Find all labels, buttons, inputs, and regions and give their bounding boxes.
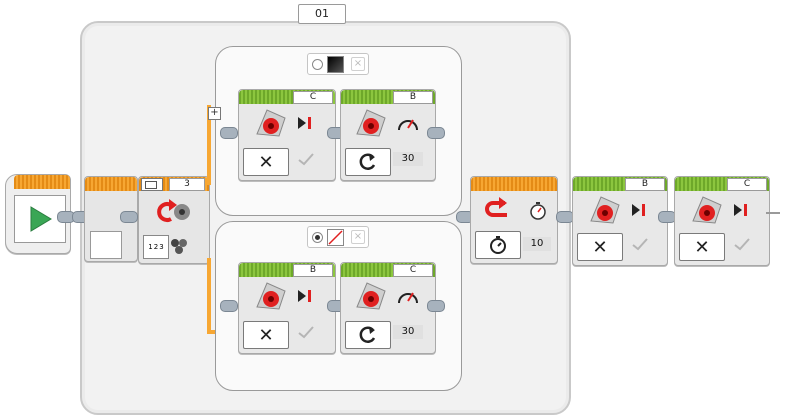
rotate-mode-button[interactable] bbox=[345, 321, 391, 349]
motor-block-final-2[interactable]: C ✕ bbox=[674, 176, 770, 266]
add-case-button[interactable]: + bbox=[208, 107, 221, 120]
motor-icon bbox=[356, 109, 386, 137]
stop-mode-button[interactable]: ✕ bbox=[243, 321, 289, 349]
stop-icon bbox=[734, 204, 747, 216]
scale-label: 2 bbox=[153, 243, 159, 251]
check-icon bbox=[734, 238, 750, 251]
branch-line-bottom bbox=[207, 258, 211, 334]
timer-mode-button[interactable] bbox=[475, 231, 521, 259]
motor-icon bbox=[174, 204, 190, 220]
wire-plug bbox=[220, 127, 238, 139]
case-tab-bottom[interactable]: × bbox=[307, 226, 369, 248]
branch-line-top bbox=[207, 105, 211, 185]
wire-plug bbox=[220, 300, 238, 312]
sequence-end-connector[interactable] bbox=[766, 212, 780, 214]
stopwatch-icon bbox=[490, 236, 506, 254]
wait-seconds[interactable]: 10 bbox=[523, 237, 551, 251]
stop-mode-button[interactable]: ✕ bbox=[577, 233, 623, 261]
gauge-icon bbox=[398, 292, 418, 304]
motor-block-top-2[interactable]: B 30 bbox=[340, 89, 436, 181]
stop-icon bbox=[298, 290, 311, 302]
stop-mode-button[interactable]: ✕ bbox=[243, 148, 289, 176]
stop-icon bbox=[298, 117, 311, 129]
branch-line-bottom-h bbox=[207, 330, 217, 334]
motor-port[interactable]: B bbox=[393, 91, 433, 104]
motor-block-bottom-1[interactable]: B ✕ bbox=[238, 262, 336, 354]
no-color-icon bbox=[328, 230, 343, 245]
rotate-icon bbox=[359, 153, 376, 170]
scale-label: 1 bbox=[148, 243, 153, 251]
motor-block-final-1[interactable]: B ✕ bbox=[572, 176, 668, 266]
stopwatch-icon bbox=[530, 202, 546, 220]
stop-icon bbox=[632, 204, 645, 216]
loop-arrow-icon bbox=[485, 197, 507, 217]
power-value[interactable]: 30 bbox=[393, 325, 423, 339]
switch-count[interactable]: 3 bbox=[169, 178, 205, 191]
motor-port[interactable]: C bbox=[393, 264, 433, 277]
wire-plug bbox=[120, 211, 138, 223]
motor-port[interactable]: B bbox=[625, 178, 665, 191]
check-icon bbox=[632, 238, 648, 251]
loop-arrow-icon bbox=[157, 199, 177, 222]
motor-port[interactable]: B bbox=[293, 264, 333, 277]
check-icon bbox=[298, 326, 314, 339]
motor-icon bbox=[590, 196, 620, 224]
case-tab-top[interactable]: × bbox=[307, 53, 369, 75]
motor-icon bbox=[256, 109, 286, 137]
scale-label: 3 bbox=[159, 243, 164, 251]
wire-plug bbox=[427, 127, 445, 139]
motor-port[interactable]: C bbox=[293, 91, 333, 104]
rotate-mode-button[interactable] bbox=[345, 148, 391, 176]
case-no-color-swatch[interactable] bbox=[327, 229, 344, 246]
play-triangle-icon bbox=[30, 206, 52, 232]
case-radio-bottom[interactable] bbox=[312, 232, 323, 243]
delete-case-icon[interactable]: × bbox=[351, 57, 365, 71]
motor-icon bbox=[692, 196, 722, 224]
delete-case-icon[interactable]: × bbox=[351, 230, 365, 244]
wire-plug bbox=[427, 300, 445, 312]
rotate-icon bbox=[359, 326, 376, 343]
motor-icon bbox=[256, 282, 286, 310]
color-dots-icon bbox=[171, 239, 187, 254]
case-radio-top[interactable] bbox=[312, 59, 323, 70]
motor-port[interactable]: C bbox=[727, 178, 767, 191]
check-icon bbox=[298, 153, 314, 166]
motor-icon bbox=[356, 282, 386, 310]
motor-block-top-1[interactable]: C ✕ bbox=[238, 89, 336, 181]
motor-block-bottom-2[interactable]: C 30 bbox=[340, 262, 436, 354]
case-black-swatch[interactable] bbox=[327, 56, 344, 73]
wait-block[interactable]: 10 bbox=[470, 176, 558, 264]
gauge-icon bbox=[398, 119, 418, 131]
loop-label[interactable]: 01 bbox=[298, 4, 346, 24]
stop-mode-button[interactable]: ✕ bbox=[679, 233, 725, 261]
switch-block[interactable]: 3 1 2 3 bbox=[138, 176, 210, 264]
power-value[interactable]: 30 bbox=[393, 152, 423, 166]
